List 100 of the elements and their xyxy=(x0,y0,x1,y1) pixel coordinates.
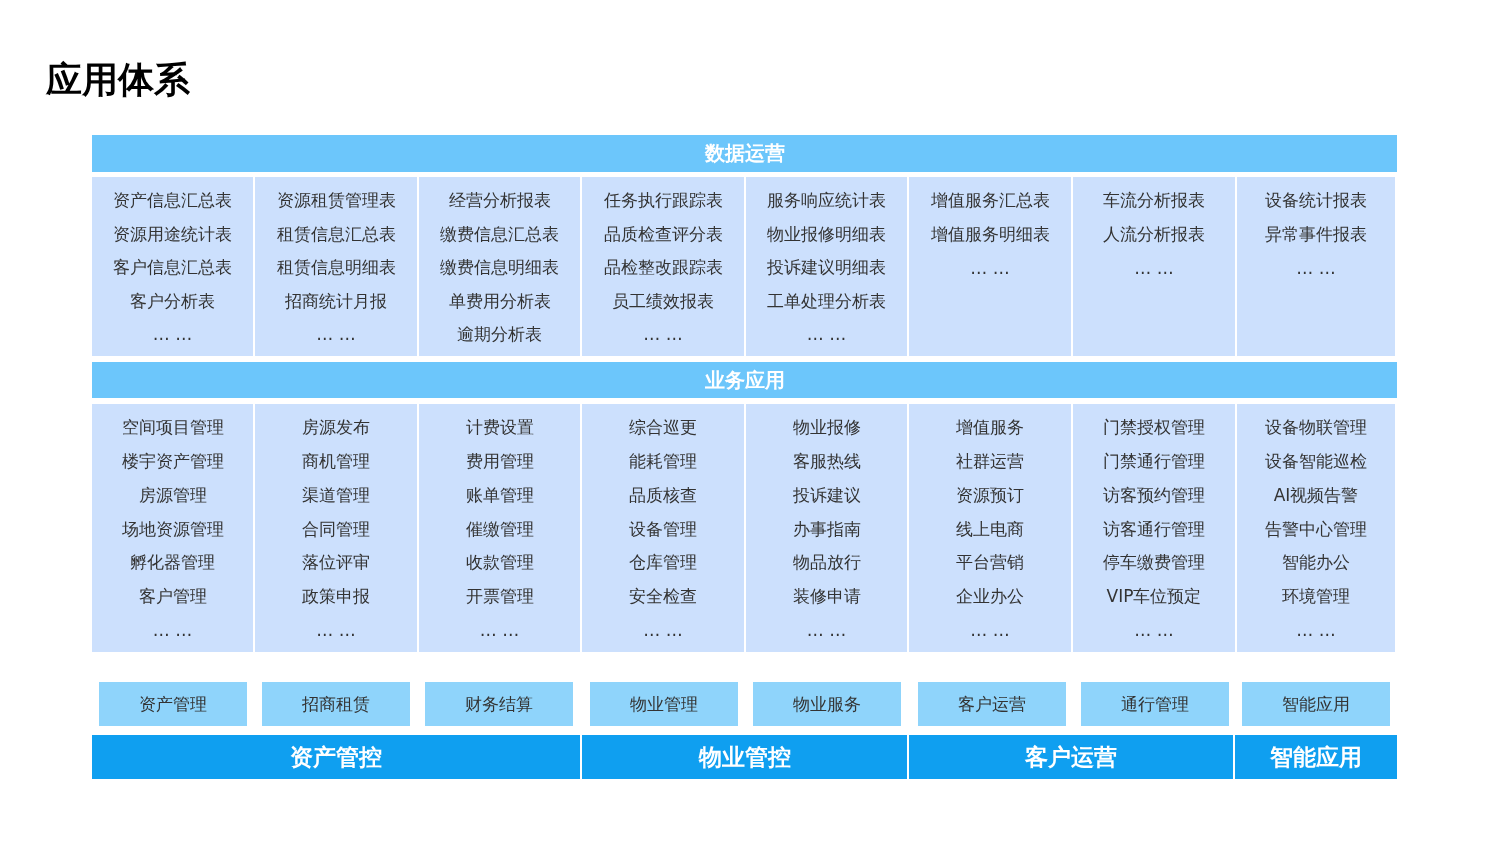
list-item: 停车缴费管理 xyxy=(1103,551,1205,575)
report-column xyxy=(582,177,744,356)
list-item: 开票管理 xyxy=(465,585,534,609)
list-item: 设备管理 xyxy=(629,517,697,541)
category-box: 物业服务 xyxy=(753,682,901,726)
list-item: 能耗管理 xyxy=(629,449,697,473)
list-item: 租赁信息汇总表 xyxy=(276,222,396,246)
title: 应用体系 xyxy=(46,58,190,102)
category-box: 智能应用 xyxy=(1242,682,1390,726)
section-header: 数据运营 xyxy=(92,135,1397,172)
category-box: 物业管理 xyxy=(590,682,738,726)
list-item: 客户分析表 xyxy=(130,289,215,313)
list-item: 费用管理 xyxy=(465,449,534,473)
list-item: 客服热线 xyxy=(792,449,861,473)
list-item: 增值服务汇总表 xyxy=(930,189,1050,212)
list-item: AI视频告警 xyxy=(1273,483,1359,507)
list-item: 人流分析报表 xyxy=(1103,223,1205,246)
category-box: 招商租赁 xyxy=(262,682,410,726)
section-header: 业务应用 xyxy=(92,362,1397,398)
module-column xyxy=(419,404,580,652)
list-item: 空间项目管理 xyxy=(121,416,224,439)
list-item: 企业办公 xyxy=(956,585,1024,609)
list-item: … … xyxy=(316,323,356,347)
list-item: … … xyxy=(479,619,520,643)
list-item: 门禁通行管理 xyxy=(1103,449,1205,473)
list-item: 落位评审 xyxy=(302,551,370,575)
list-item: 设备统计报表 xyxy=(1265,189,1367,212)
list-item: … … xyxy=(152,619,193,643)
list-item: 缴费信息汇总表 xyxy=(440,222,559,246)
list-item: 环境管理 xyxy=(1282,585,1350,609)
list-item: 账单管理 xyxy=(465,483,534,507)
list-item: … … xyxy=(970,619,1010,643)
list-item: 增值服务明细表 xyxy=(930,223,1050,246)
list-item: 客户信息汇总表 xyxy=(113,256,232,280)
module-column xyxy=(92,404,253,652)
report-column xyxy=(746,177,907,356)
list-item: 逾期分析表 xyxy=(457,323,542,347)
report-column xyxy=(255,177,417,356)
list-item: 楼宇资产管理 xyxy=(121,449,224,473)
list-item: 装修申请 xyxy=(792,585,861,609)
list-item: 访客预约管理 xyxy=(1103,483,1205,507)
list-item: 安全检查 xyxy=(629,585,697,609)
list-item: 设备物联管理 xyxy=(1265,416,1367,439)
category-box: 财务结算 xyxy=(425,682,573,726)
list-item: 资源用途统计表 xyxy=(113,222,232,246)
report-column xyxy=(909,177,1071,356)
list-item: 车流分析报表 xyxy=(1103,189,1205,212)
list-item: 房源发布 xyxy=(302,416,370,439)
module-column xyxy=(582,404,744,652)
list-item: 投诉建议 xyxy=(792,483,861,507)
list-item: 资源租赁管理表 xyxy=(276,189,396,212)
list-item: 异常事件报表 xyxy=(1265,223,1367,246)
list-item: 仓库管理 xyxy=(629,551,697,575)
list-item: … … xyxy=(152,323,193,347)
list-item: … … xyxy=(1296,619,1336,643)
list-item: 催缴管理 xyxy=(465,517,534,541)
category-box: 资产管理 xyxy=(99,682,247,726)
list-item: 场地资源管理 xyxy=(121,517,224,541)
report-column xyxy=(92,177,253,356)
report-column xyxy=(1073,177,1235,356)
list-item: 任务执行跟踪表 xyxy=(603,189,723,212)
domain-bar: 物业管控 xyxy=(582,735,907,779)
list-item: 物业报修 xyxy=(792,416,861,439)
list-item: 资产信息汇总表 xyxy=(113,189,232,212)
list-item: … … xyxy=(316,619,356,643)
list-item: … … xyxy=(806,323,847,347)
list-item: 告警中心管理 xyxy=(1265,517,1367,541)
module-column xyxy=(746,404,907,652)
list-item: 孵化器管理 xyxy=(130,551,215,575)
list-item: … … xyxy=(643,619,683,643)
list-item: 门禁授权管理 xyxy=(1103,416,1205,439)
list-item: 经营分析报表 xyxy=(448,189,551,212)
list-item: 品检整改跟踪表 xyxy=(603,256,723,280)
list-item: 房源管理 xyxy=(138,483,207,507)
report-column xyxy=(1237,177,1395,356)
module-column xyxy=(909,404,1071,652)
list-item: 综合巡更 xyxy=(629,416,697,439)
domain-bar: 资产管控 xyxy=(92,735,580,779)
list-item: 商机管理 xyxy=(302,449,370,473)
list-item: 设备智能巡检 xyxy=(1265,449,1367,473)
list-item: 招商统计月报 xyxy=(285,289,387,313)
list-item: 品质核查 xyxy=(629,483,697,507)
list-item: 投诉建议明细表 xyxy=(767,256,886,280)
list-item: … … xyxy=(1134,619,1174,643)
list-item: 平台营销 xyxy=(956,551,1024,575)
domain-bar: 智能应用 xyxy=(1235,735,1397,779)
list-item: VIP车位预定 xyxy=(1106,585,1202,609)
list-item: 品质检查评分表 xyxy=(603,222,723,246)
domain-bar: 客户运营 xyxy=(909,735,1233,779)
list-item: 单费用分析表 xyxy=(448,289,551,313)
list-item: 客户管理 xyxy=(138,585,207,609)
list-item: 资源预订 xyxy=(956,483,1024,507)
module-column xyxy=(1237,404,1395,652)
list-item: 线上电商 xyxy=(956,517,1024,541)
list-item: 物业报修明细表 xyxy=(767,222,886,246)
report-column xyxy=(419,177,580,356)
list-item: 渠道管理 xyxy=(302,483,370,507)
list-item: 收款管理 xyxy=(465,551,534,575)
list-item: 计费设置 xyxy=(465,416,534,439)
list-item: 工单处理分析表 xyxy=(767,289,886,313)
